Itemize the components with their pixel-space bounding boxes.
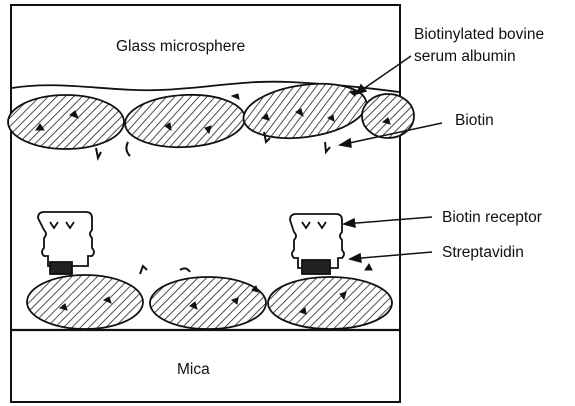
bsa-ellipse xyxy=(124,92,247,150)
receptor-arrow xyxy=(344,217,432,224)
bottom-bsa-layer xyxy=(27,275,392,329)
streptavidin-arrow xyxy=(350,252,432,259)
left-biotin-receptor xyxy=(38,212,94,274)
top-bsa-layer xyxy=(8,77,414,150)
mica-label: Mica xyxy=(177,361,210,378)
bsa-ellipse xyxy=(150,277,266,329)
bsa-ellipse xyxy=(8,95,124,149)
right-biotin-receptor xyxy=(290,214,344,274)
streptavidin-label: Streptavidin xyxy=(442,244,524,261)
biotin-label: Biotin xyxy=(455,112,494,129)
bsa-ellipse xyxy=(268,277,392,329)
bsa-label-line2: serum albumin xyxy=(414,48,516,65)
biotin-receptor-label: Biotin receptor xyxy=(442,209,542,226)
bsa-label-line1: Biotinylated bovine xyxy=(414,26,544,43)
glass-microsphere-label: Glass microsphere xyxy=(116,38,245,55)
bsa-ellipse xyxy=(27,275,143,329)
diagram-frame xyxy=(11,5,400,402)
